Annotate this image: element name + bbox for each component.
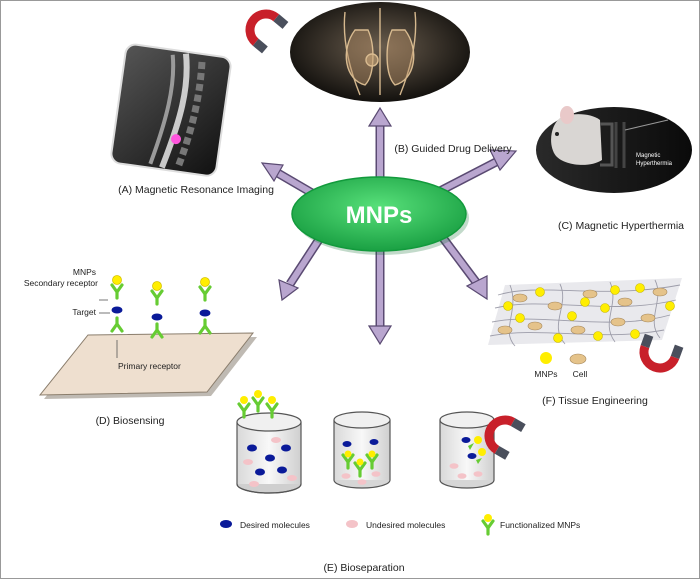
scaffold [488,278,682,347]
legend-desired: Desired molecules [240,520,310,530]
legend-functionalized-swatch [481,514,495,536]
legend-desired-swatch [220,520,232,528]
arrow-to-bioseparation [367,248,393,346]
hyperthermia-overlay-line2: Hyperthermia [636,161,673,167]
tissue-magnet-icon [639,335,679,372]
biosensing-label-target: Target [72,307,96,317]
biosensing-label-secondary: Secondary receptor [24,278,98,288]
panel-drug-delivery: (B) Guided Drug Delivery [243,2,512,155]
tissue-legend-mnps: MNPs [534,369,557,379]
center-label: MNPs [346,202,413,229]
sensor-stack-1 [110,275,124,333]
sensor-stack-3 [198,277,212,335]
sensor-substrate [38,332,255,396]
separation-tube-3 [439,411,495,489]
separation-tube-2 [333,411,391,489]
tissue-caption: (F) Tissue Engineering [542,395,648,407]
panel-biosensing: MNPs Secondary receptor Target Primary r… [24,267,257,427]
separation-tube-1 [236,390,302,494]
sensor-stack-2 [150,281,164,339]
legend-undesired: Undesired molecules [366,520,445,530]
tissue-legend-cell-swatch [569,353,587,365]
tissue-legend-cell: Cell [573,369,588,379]
hyperthermia-overlay-line1: Magnetic [636,153,660,159]
mouse-illustration [551,106,669,168]
center-mnps: MNPs [291,176,469,255]
biosensing-label-primary: Primary receptor [118,361,181,371]
panel-hyperthermia: Magnetic Hyperthermia (C) Magnetic Hyper… [536,106,692,232]
bound-mnps [341,450,379,478]
legend-undesired-swatch [346,520,358,528]
mri-image [110,43,232,177]
biosensing-caption: (D) Biosensing [96,415,165,427]
arrow-to-mri [260,162,315,197]
mri-hotspot [171,134,182,145]
arrow-to-biosensing [278,235,324,302]
panel-mri: (A) Magnetic Resonance Imaging [110,43,274,196]
arrow-to-tissue-engineering [436,231,488,301]
panel-tissue-engineering: MNPs Cell (F) Tissue Engineering [488,278,682,407]
panel-bioseparation: Desired molecules Undesired molecules Fu… [220,390,580,574]
arrow-to-hyperthermia [437,149,518,195]
tissue-legend-mnp-swatch [540,352,552,364]
biosensing-label-mnps: MNPs [73,267,96,277]
arrows [260,106,518,346]
free-mnps [237,390,279,419]
drug-caption: (B) Guided Drug Delivery [394,143,512,155]
body-illustration [343,8,417,96]
legend-functionalized: Functionalized MNPs [500,520,580,530]
arrow-to-drug-delivery [367,106,393,180]
hyperthermia-caption: (C) Magnetic Hyperthermia [558,220,684,232]
bioseparation-caption: (E) Bioseparation [323,562,404,574]
mri-caption: (A) Magnetic Resonance Imaging [118,184,274,196]
magnet-icon [243,7,285,50]
